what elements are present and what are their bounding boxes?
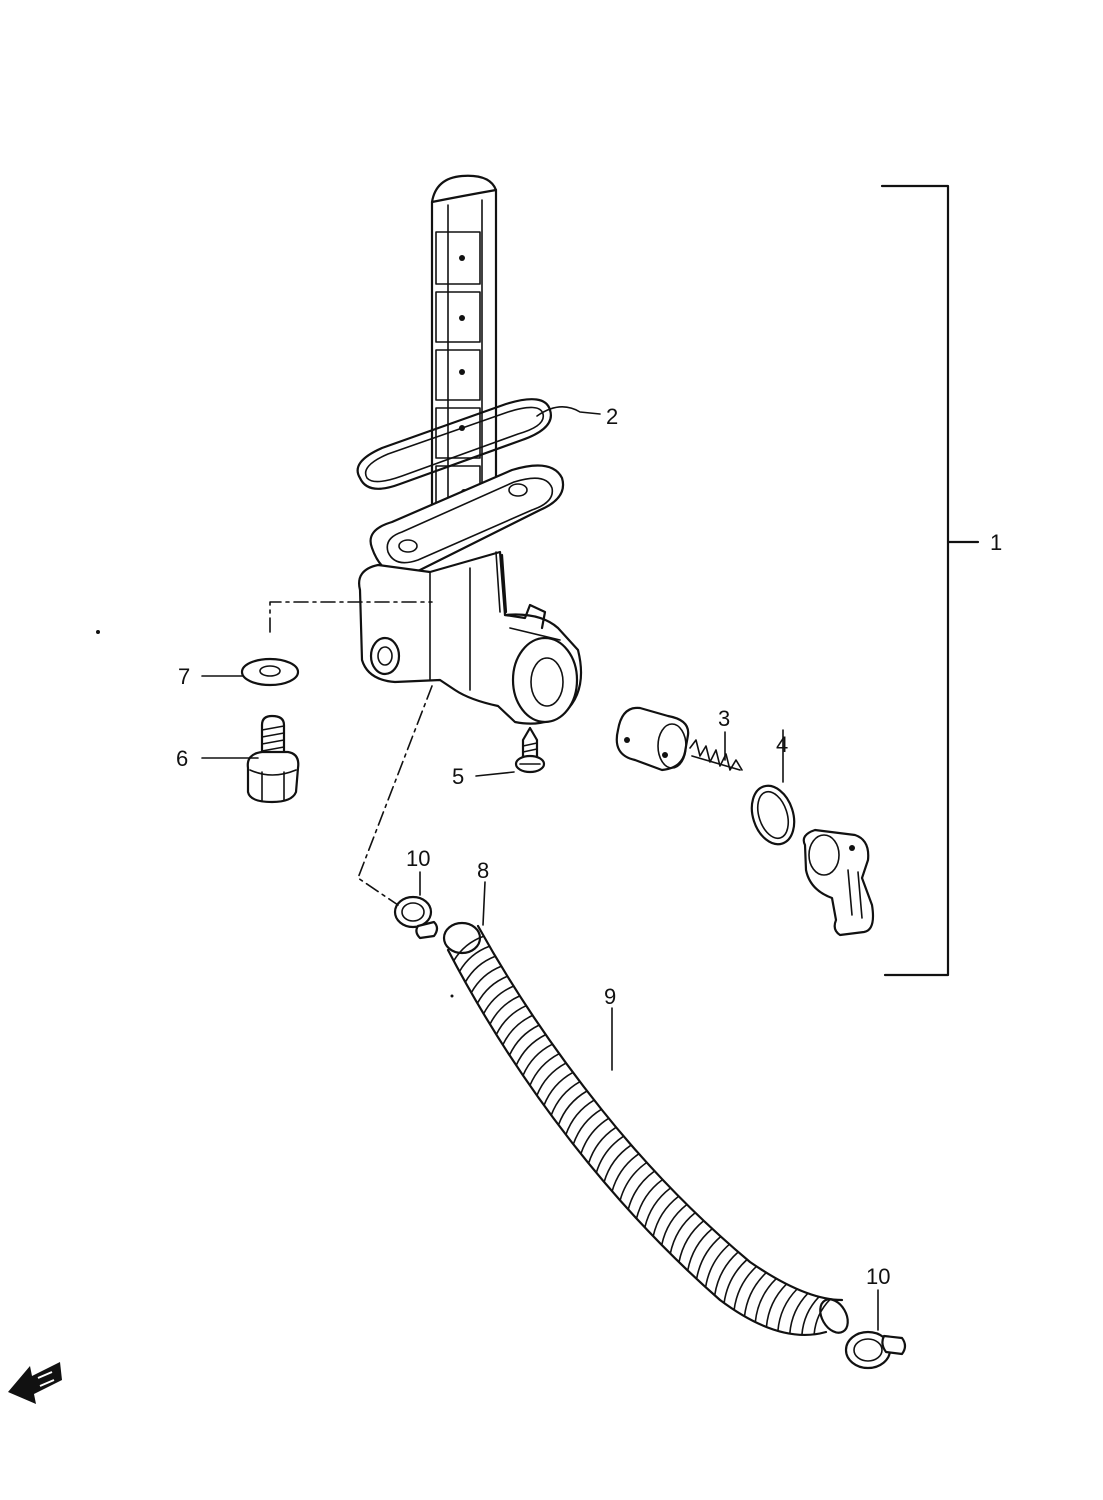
washer xyxy=(240,657,300,687)
hose-rib xyxy=(801,1296,820,1336)
gasket-ring xyxy=(356,398,552,490)
callout-3: 3 xyxy=(718,706,730,731)
callout-7: 7 xyxy=(178,664,190,689)
spring xyxy=(689,739,743,771)
hose-rib xyxy=(713,1251,739,1297)
screw xyxy=(514,726,546,774)
callout-8: 8 xyxy=(477,858,489,883)
fuel-cock-body xyxy=(358,174,583,725)
hose-rib xyxy=(522,1043,554,1077)
hose-rib xyxy=(557,1090,588,1126)
hose-rib xyxy=(723,1258,748,1304)
hose-rib xyxy=(550,1080,581,1116)
hose-rib xyxy=(508,1024,540,1056)
callout-10-lower: 10 xyxy=(866,1264,890,1289)
hose-rib xyxy=(777,1288,798,1332)
assembly-bracket xyxy=(880,184,980,977)
hose-rib xyxy=(678,1219,705,1263)
hose-rib xyxy=(765,1283,788,1328)
front-arrow-icon xyxy=(8,1362,62,1404)
hose-rib xyxy=(733,1265,758,1311)
callout-5: 5 xyxy=(452,764,464,789)
hose-rib xyxy=(572,1108,603,1146)
hose-rib xyxy=(489,995,521,1026)
hose-rib xyxy=(813,1298,832,1336)
hose-rib xyxy=(470,965,503,994)
fuel-hose xyxy=(442,921,849,1336)
hose-rib xyxy=(580,1117,610,1155)
hose-rib xyxy=(686,1227,713,1272)
hose-rib xyxy=(789,1292,809,1335)
speck xyxy=(450,994,454,998)
hose-rib xyxy=(695,1235,722,1280)
hose-rib xyxy=(543,1071,574,1107)
hose-rib xyxy=(482,985,515,1015)
hose-rib xyxy=(635,1178,664,1220)
callout-1: 1 xyxy=(990,530,1002,555)
assembly-line-hose xyxy=(357,685,433,906)
hose-rib xyxy=(595,1135,625,1174)
hose-rib xyxy=(644,1187,672,1229)
hose-rib xyxy=(587,1126,617,1165)
lever-knob xyxy=(802,828,875,937)
callout-9: 9 xyxy=(604,984,616,1009)
bolt xyxy=(246,714,300,804)
speck xyxy=(96,630,100,634)
hose-rib xyxy=(529,1052,560,1087)
hose-rib xyxy=(611,1153,640,1193)
callouts: 1 2 3 4 5 6 7 8 9 10 10 xyxy=(176,404,1002,1289)
hose-rib xyxy=(627,1170,656,1211)
hose-rib xyxy=(515,1033,547,1067)
callout-6: 6 xyxy=(176,746,188,771)
hose-rib xyxy=(536,1062,567,1097)
hose-clamp-upper xyxy=(393,895,439,940)
hose-rib xyxy=(495,1004,527,1036)
callout-4: 4 xyxy=(776,732,788,757)
leader-lines xyxy=(201,406,879,1331)
hose-rib xyxy=(565,1099,595,1136)
lever-o-ring xyxy=(750,784,796,846)
hose-rib xyxy=(660,1203,688,1246)
hose-rib xyxy=(458,945,491,973)
hose-rib xyxy=(619,1161,648,1202)
assembly-line-washer xyxy=(269,601,433,633)
hose-rib xyxy=(476,975,509,1005)
hose-clamp-lower xyxy=(844,1330,907,1370)
hose-rib xyxy=(502,1014,534,1046)
callout-10-upper: 10 xyxy=(406,846,430,871)
hose-rib xyxy=(452,935,485,962)
callout-2: 2 xyxy=(606,404,618,429)
valve-plug xyxy=(615,706,690,772)
hose-rib xyxy=(652,1195,680,1237)
hose-rib xyxy=(669,1211,696,1255)
hose-rib xyxy=(704,1243,731,1288)
hose-rib xyxy=(603,1144,632,1183)
hose-rib xyxy=(754,1277,778,1323)
hose-rib xyxy=(464,955,497,983)
hose-rib xyxy=(743,1271,768,1318)
